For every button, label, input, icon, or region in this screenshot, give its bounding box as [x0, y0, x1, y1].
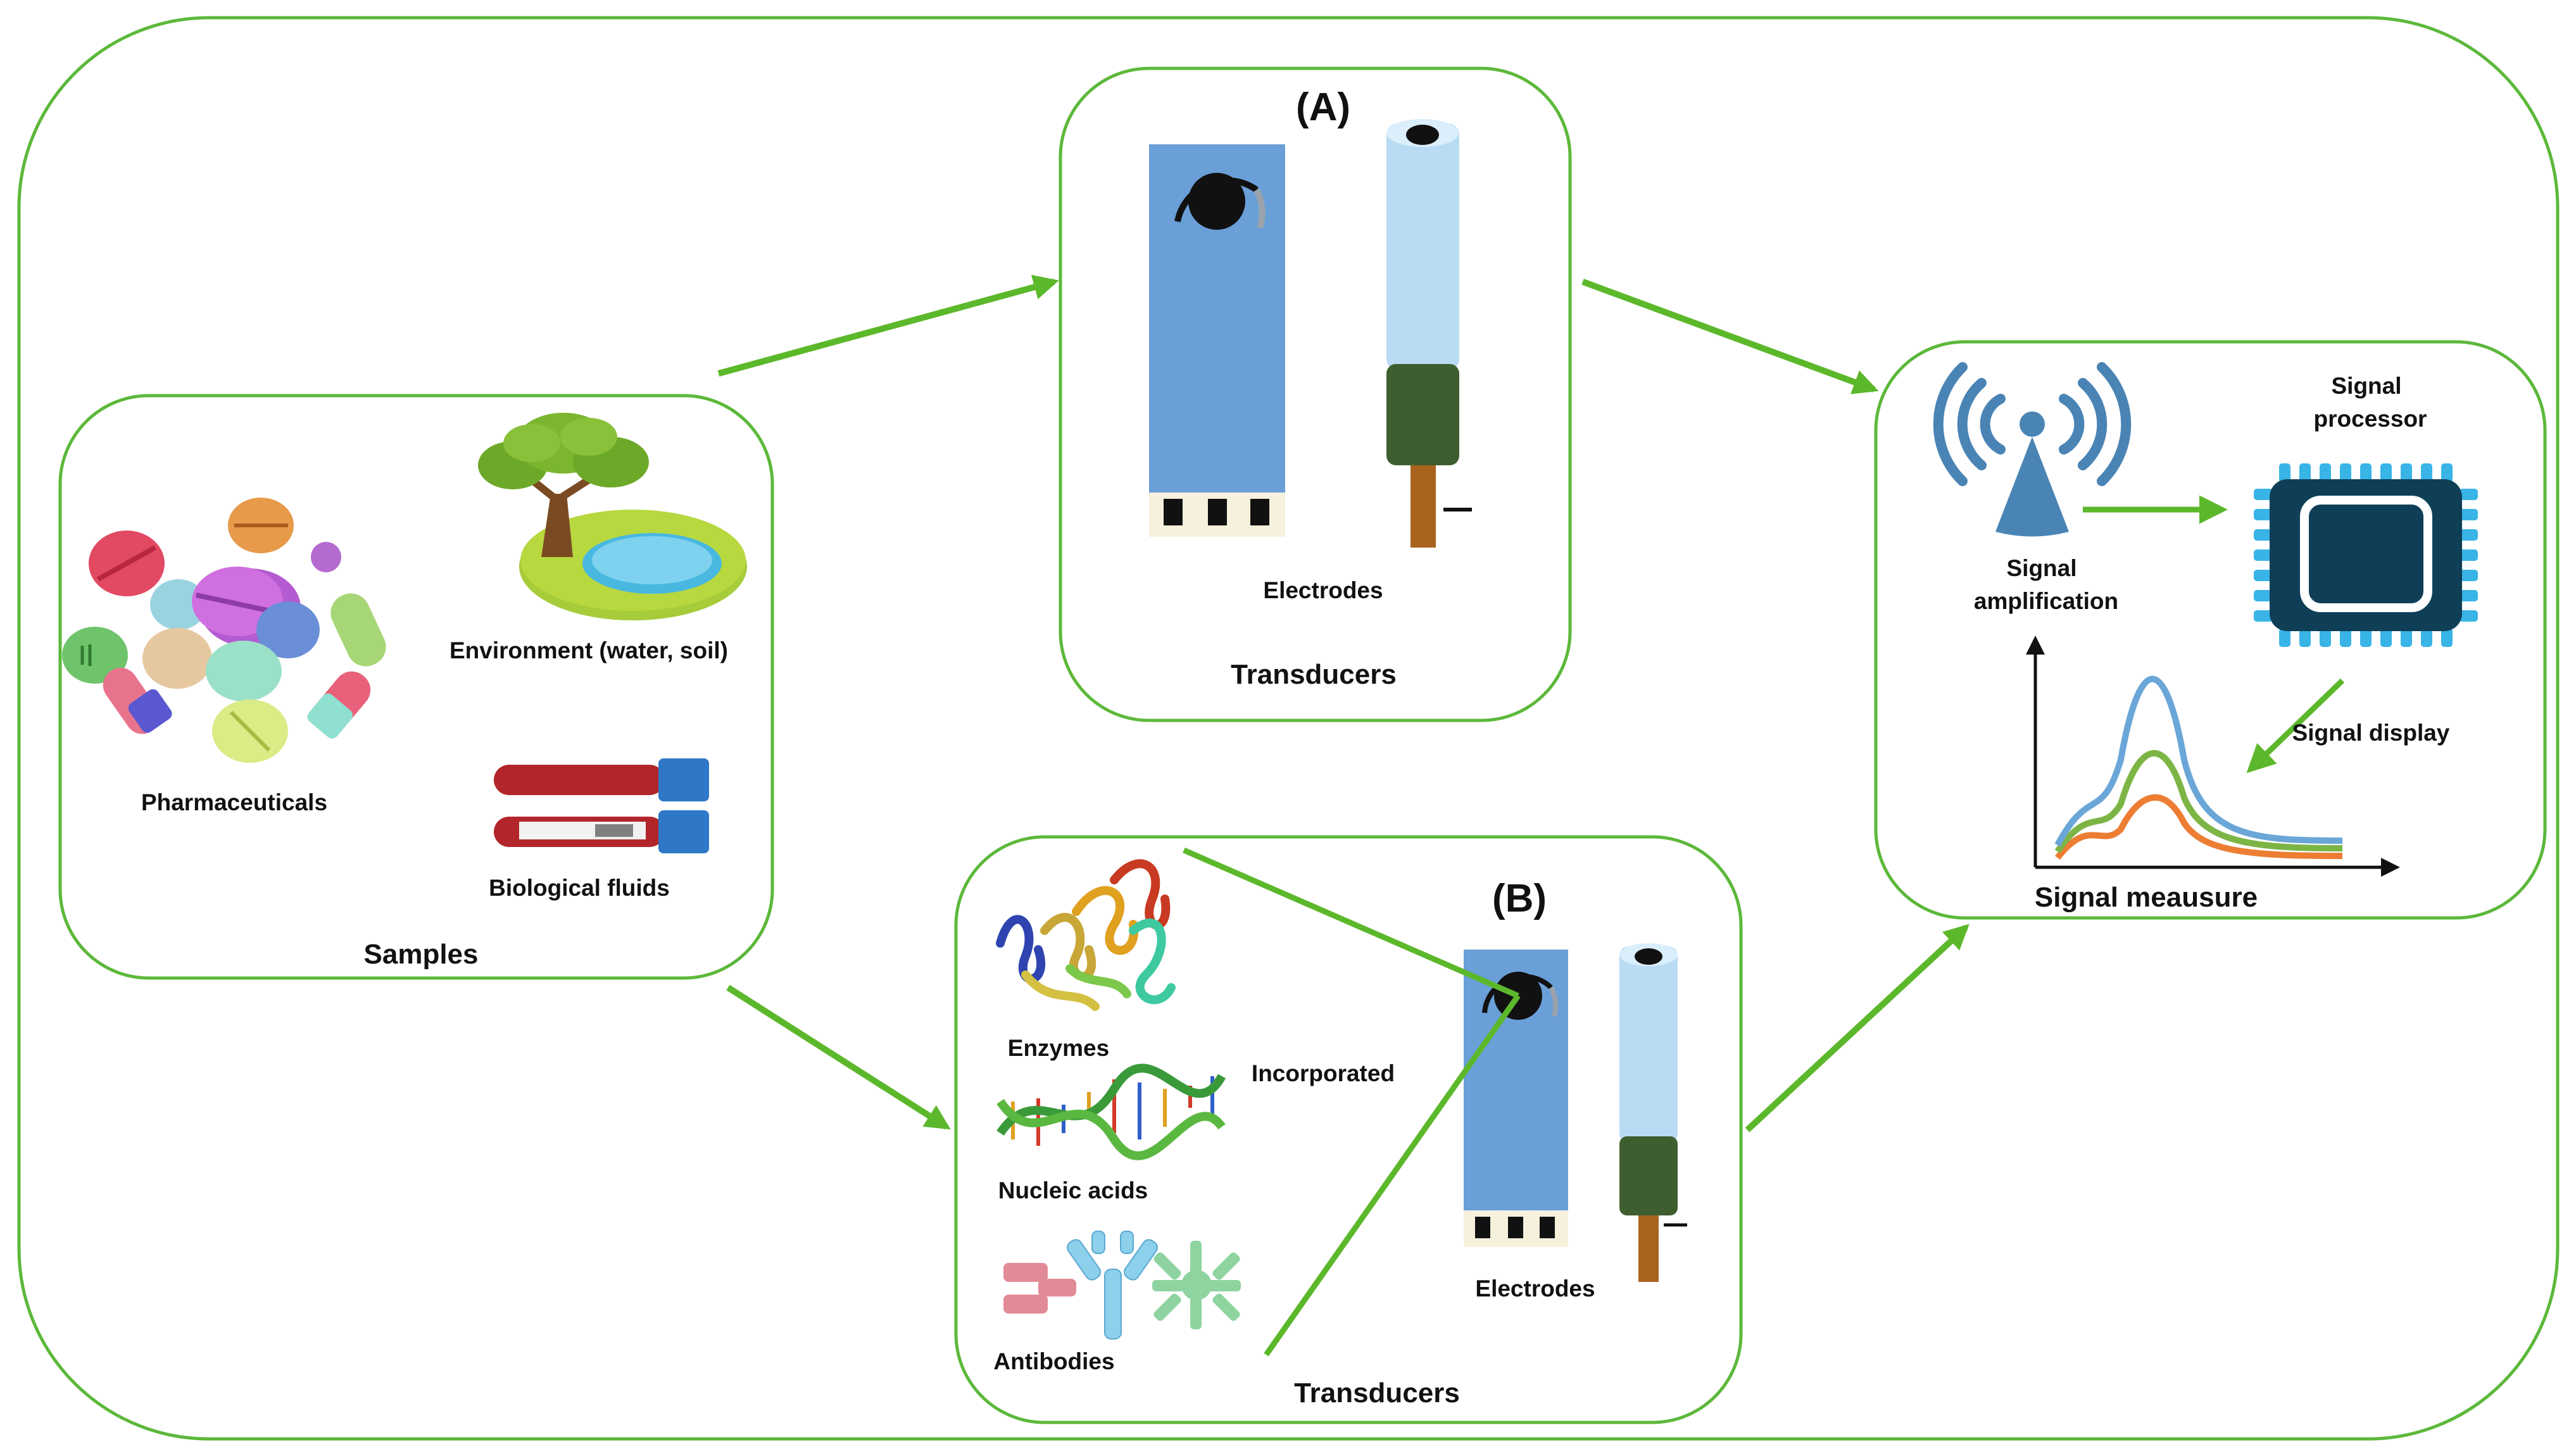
nucleic-acids-label: Nucleic acids: [998, 1177, 1148, 1203]
panel-b: (B) Enzymes: [954, 835, 1743, 1424]
samples-title: Samples: [364, 939, 479, 970]
signal-processor-line2: processor: [2314, 406, 2427, 432]
rod-electrode-icon: [1386, 119, 1472, 548]
strip-electrode-icon: [1149, 144, 1285, 537]
curve-blue: [2054, 675, 2343, 847]
incorporation-line-top: [1183, 847, 1519, 999]
rod-electrode-b-icon: [1619, 943, 1687, 1282]
enzyme-icon: [996, 859, 1176, 1011]
curve-green: [2054, 750, 2343, 853]
incorporated-label: Incorporated: [1252, 1060, 1395, 1086]
pills-icon: [62, 498, 386, 763]
samples-panel: Pharmaceuticals Environment (water, soil…: [58, 394, 774, 980]
antibodies-label: Antibodies: [993, 1348, 1114, 1374]
antenna-dot: [2020, 411, 2045, 437]
outer-frame: [17, 16, 2560, 1441]
arrow-samples-to-panel-b: [726, 984, 951, 1130]
panel-a-box: [1059, 66, 1572, 722]
dna-icon: [996, 1064, 1226, 1160]
panel-b-tag: (B): [1492, 877, 1547, 920]
panel-a-electrodes-label: Electrodes: [1263, 577, 1383, 603]
signal-panel: Signal amplification Signal processor Si…: [1874, 340, 2547, 920]
incorporation-line-bottom: [1264, 994, 1521, 1357]
antibodies-icon: [1003, 1231, 1241, 1340]
blood-tubes-icon: [494, 758, 709, 853]
biological-fluids-label: Biological fluids: [489, 875, 670, 901]
environment-label: Environment (water, soil): [449, 637, 728, 663]
panel-a-tag: (A): [1296, 85, 1350, 129]
processor-chip-icon: [2254, 463, 2478, 647]
antenna-icon: [1933, 362, 2132, 486]
curve-orange: [2055, 794, 2343, 860]
panel-a-title: Transducers: [1231, 659, 1397, 690]
arrow-samples-to-panel-a: [717, 275, 1059, 377]
signal-graph: [2026, 636, 2400, 877]
signal-display-label: Signal display: [2292, 720, 2450, 746]
enzymes-label: Enzymes: [1008, 1035, 1109, 1061]
tree-pond-icon: [478, 413, 747, 620]
signal-processor-line1: Signal: [2331, 373, 2401, 399]
panel-b-electrodes-label: Electrodes: [1475, 1276, 1595, 1302]
antenna-tower: [1995, 437, 2069, 537]
panel-b-title: Transducers: [1294, 1378, 1460, 1409]
signal-amplification-line1: Signal: [2006, 555, 2077, 581]
arrow-panel-a-to-signal: [1581, 279, 1879, 394]
arrow-processor-to-display: [2246, 678, 2345, 774]
arrow-panel-b-to-signal: [1745, 924, 1970, 1133]
signal-measure-title: Signal meausure: [2035, 882, 2258, 913]
panel-a: (A) Electrodes Transducers: [1059, 66, 1572, 722]
pharmaceuticals-label: Pharmaceuticals: [141, 789, 327, 815]
signal-amplification-line2: amplification: [1974, 588, 2118, 614]
